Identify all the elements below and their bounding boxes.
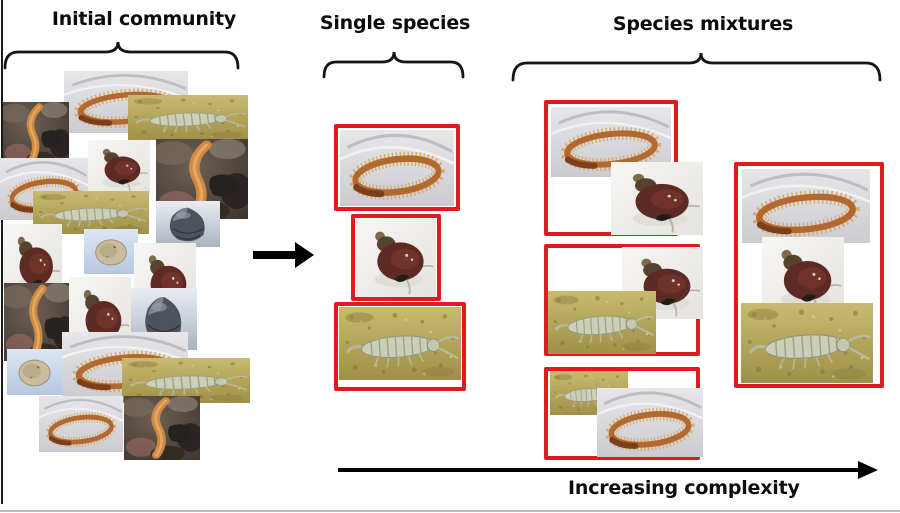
left-border-line [1,0,3,504]
photo-mud-snail [611,162,703,235]
initial-community-title: Initial community [51,8,237,30]
photo-ragworm [742,169,870,243]
species-mixtures-title: Species mixtures [612,13,794,35]
bottom-border-line [0,510,900,512]
photo-amphipod [548,291,656,354]
increasing-complexity-label: Increasing complexity [568,477,800,499]
single-species-title: Single species [319,12,471,34]
photo-ragworm [597,388,703,457]
photo-amphipod [741,303,873,383]
